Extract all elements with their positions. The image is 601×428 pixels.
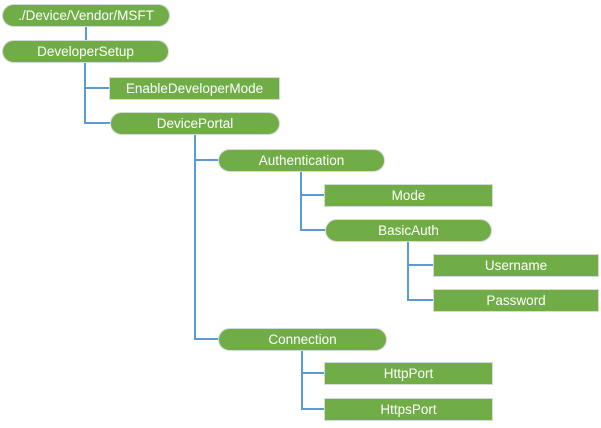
tree-node-basicauth: BasicAuth	[325, 219, 492, 242]
connector-line	[301, 408, 325, 410]
connector-line	[407, 299, 434, 301]
tree-node-root-msft: ./Device/Vendor/MSFT	[2, 4, 170, 27]
connector-line	[300, 194, 325, 196]
tree-node-deviceportal: DevicePortal	[110, 112, 280, 135]
connector-line	[85, 122, 111, 124]
tree-node-enabledevelopermode: EnableDeveloperMode	[109, 77, 280, 100]
tree-node-developersetup: DeveloperSetup	[2, 40, 169, 63]
connector-line	[85, 27, 87, 40]
tree-node-password: Password	[433, 289, 599, 312]
tree-node-username: Username	[433, 254, 599, 277]
connector-line	[194, 338, 219, 340]
tree-node-connection: Connection	[218, 328, 387, 351]
tree-node-httpsport: HttpsPort	[324, 398, 493, 421]
connector-line	[84, 63, 86, 124]
connector-line	[407, 264, 434, 266]
connector-line	[407, 242, 409, 301]
connector-line	[194, 135, 196, 340]
connector-line	[301, 372, 325, 374]
tree-node-authentication: Authentication	[218, 149, 385, 172]
tree-node-mode: Mode	[324, 184, 493, 207]
tree-node-httpport: HttpPort	[324, 362, 493, 385]
connector-line	[85, 87, 110, 89]
connector-line	[300, 229, 326, 231]
connector-line	[300, 172, 302, 231]
connector-line	[194, 159, 219, 161]
connector-line	[301, 351, 303, 410]
